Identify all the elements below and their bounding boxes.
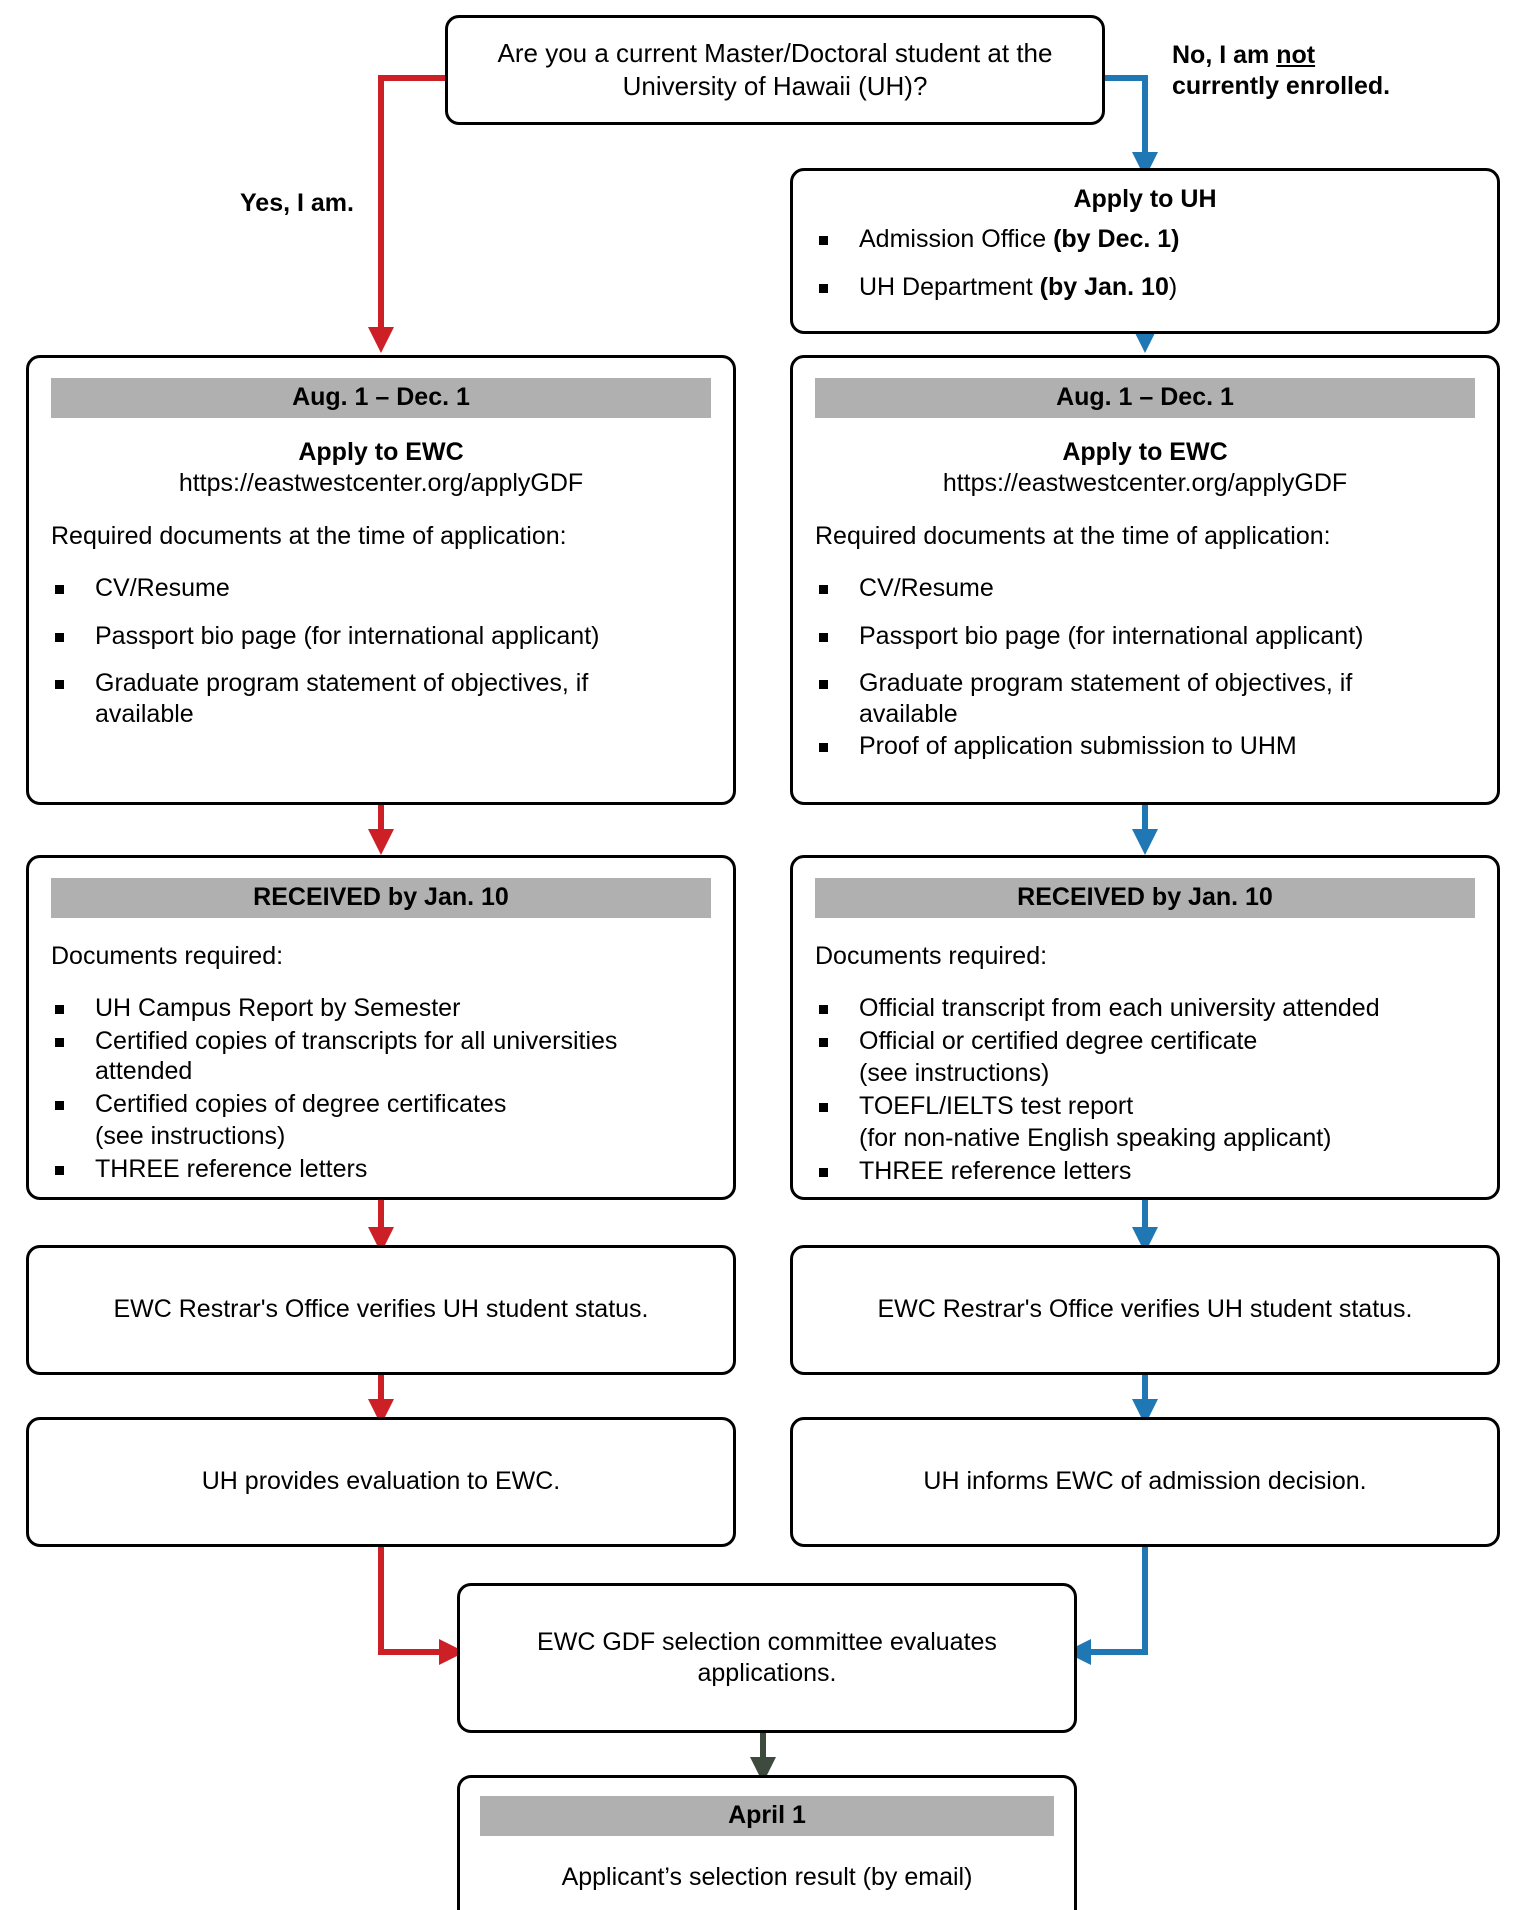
right-received-band: RECEIVED by Jan. 10: [815, 878, 1475, 918]
edge-label-no-line2: currently enrolled.: [1172, 72, 1391, 101]
left-received-lead: Documents required:: [51, 942, 284, 970]
right-verify-box: EWC Restrar's Office verifies UH student…: [790, 1245, 1500, 1375]
apply-to-uh-list: Admission Office (by Dec. 1) UH Departme…: [793, 224, 1497, 302]
right-apply-ewc-title: Apply to EWC: [1062, 438, 1228, 466]
left-received-band: RECEIVED by Jan. 10: [51, 878, 711, 918]
list-item: THREE reference letters: [29, 1154, 733, 1185]
apply-uh-item-0-text: Admission Office: [859, 225, 1054, 253]
left-apply-ewc-box: Aug. 1 – Dec. 1 Apply to EWC https://eas…: [26, 355, 736, 805]
list-item: TOEFL/IELTS test report: [793, 1091, 1497, 1122]
apply-to-uh-title: Apply to UH: [1073, 185, 1217, 213]
list-item-sub: (see instructions): [95, 1122, 286, 1150]
result-box: April 1 Applicant’s selection result (by…: [457, 1775, 1077, 1910]
list-item: Certified copies of degree certificates: [29, 1089, 733, 1120]
list-item: Official transcript from each university…: [793, 993, 1497, 1024]
left-apply-ewc-lead: Required documents at the time of applic…: [51, 522, 567, 550]
apply-uh-item-1-tail: ): [1168, 272, 1178, 301]
right-evaluation-box: UH informs EWC of admission decision.: [790, 1417, 1500, 1547]
right-received-list: Official transcript from each university…: [793, 993, 1497, 1186]
right-received-lead: Documents required:: [815, 942, 1048, 970]
list-item: UH Campus Report by Semester: [29, 993, 733, 1024]
list-item: Passport bio page (for international app…: [793, 621, 1497, 652]
edge-no: [1105, 75, 1158, 178]
edge-label-no-line1-pre: No, I am: [1172, 41, 1277, 69]
list-item: CV/Resume: [29, 573, 733, 604]
edge-right-eval-committee: [1065, 1547, 1148, 1665]
list-item: Graduate program statement of objectives…: [793, 668, 1497, 729]
left-apply-ewc-band: Aug. 1 – Dec. 1: [51, 378, 711, 418]
decision-box: Are you a current Master/Doctoral studen…: [445, 15, 1105, 125]
left-apply-ewc-url: https://eastwestcenter.org/applyGDF: [178, 469, 584, 497]
left-verify-box: EWC Restrar's Office verifies UH student…: [26, 1245, 736, 1375]
result-text-wrap: Applicant’s selection result (by email): [460, 1862, 1074, 1893]
list-item-sub: (see instructions): [859, 1059, 1050, 1087]
left-evaluation-text: UH provides evaluation to EWC.: [201, 1467, 561, 1496]
edge-label-yes: Yes, I am.: [240, 189, 354, 217]
list-item: Official or certified degree certificate: [793, 1026, 1497, 1057]
edge-yes: [368, 75, 445, 353]
right-received-box: RECEIVED by Jan. 10 Documents required: …: [790, 855, 1500, 1200]
left-received-list: UH Campus Report by Semester Certified c…: [29, 993, 733, 1184]
left-apply-ewc-list: CV/Resume Passport bio page (for interna…: [29, 573, 733, 729]
left-evaluation-box: UH provides evaluation to EWC.: [26, 1417, 736, 1547]
right-evaluation-text: UH informs EWC of admission decision.: [923, 1467, 1367, 1496]
left-verify-text: EWC Restrar's Office verifies UH student…: [113, 1295, 649, 1324]
list-item: Certified copies of transcripts for all …: [29, 1026, 733, 1087]
right-apply-ewc-url: https://eastwestcenter.org/applyGDF: [942, 469, 1348, 497]
right-verify-text: EWC Restrar's Office verifies UH student…: [877, 1295, 1413, 1324]
decision-text: Are you a current Master/Doctoral studen…: [497, 37, 1053, 101]
list-item-sub: (for non-native English speaking applica…: [859, 1124, 1332, 1152]
list-item: Graduate program statement of objectives…: [29, 668, 733, 729]
list-item: THREE reference letters: [793, 1156, 1497, 1187]
list-item: Admission Office (by Dec. 1): [793, 224, 1497, 255]
result-text: Applicant’s selection result (by email): [561, 1863, 973, 1891]
edge-label-no: No, I am not currently enrolled.: [1172, 40, 1472, 103]
list-item: CV/Resume: [793, 573, 1497, 604]
list-item: Proof of application submission to UHM: [793, 731, 1497, 762]
apply-uh-item-0-bold: (by Dec. 1): [1053, 225, 1180, 253]
right-apply-ewc-band: Aug. 1 – Dec. 1: [815, 378, 1475, 418]
list-item: UH Department (by Jan. 10): [793, 272, 1497, 303]
committee-box: EWC GDF selection committee evaluates ap…: [457, 1583, 1077, 1733]
edge-label-no-underline: not: [1276, 41, 1316, 69]
apply-uh-item-1-bold: (by Jan. 10: [1039, 272, 1169, 301]
left-apply-ewc-title: Apply to EWC: [298, 438, 464, 466]
apply-uh-item-1-text: UH Department: [859, 272, 1040, 301]
result-band: April 1: [480, 1796, 1054, 1836]
right-apply-ewc-list: CV/Resume Passport bio page (for interna…: [793, 573, 1497, 762]
apply-to-uh-box: Apply to UH Admission Office (by Dec. 1)…: [790, 168, 1500, 334]
right-apply-ewc-lead: Required documents at the time of applic…: [815, 522, 1331, 550]
list-item: Passport bio page (for international app…: [29, 621, 733, 652]
left-received-box: RECEIVED by Jan. 10 Documents required: …: [26, 855, 736, 1200]
committee-text: EWC GDF selection committee evaluates ap…: [537, 1627, 997, 1687]
edge-left-eval-committee: [378, 1547, 465, 1665]
right-apply-ewc-box: Aug. 1 – Dec. 1 Apply to EWC https://eas…: [790, 355, 1500, 805]
